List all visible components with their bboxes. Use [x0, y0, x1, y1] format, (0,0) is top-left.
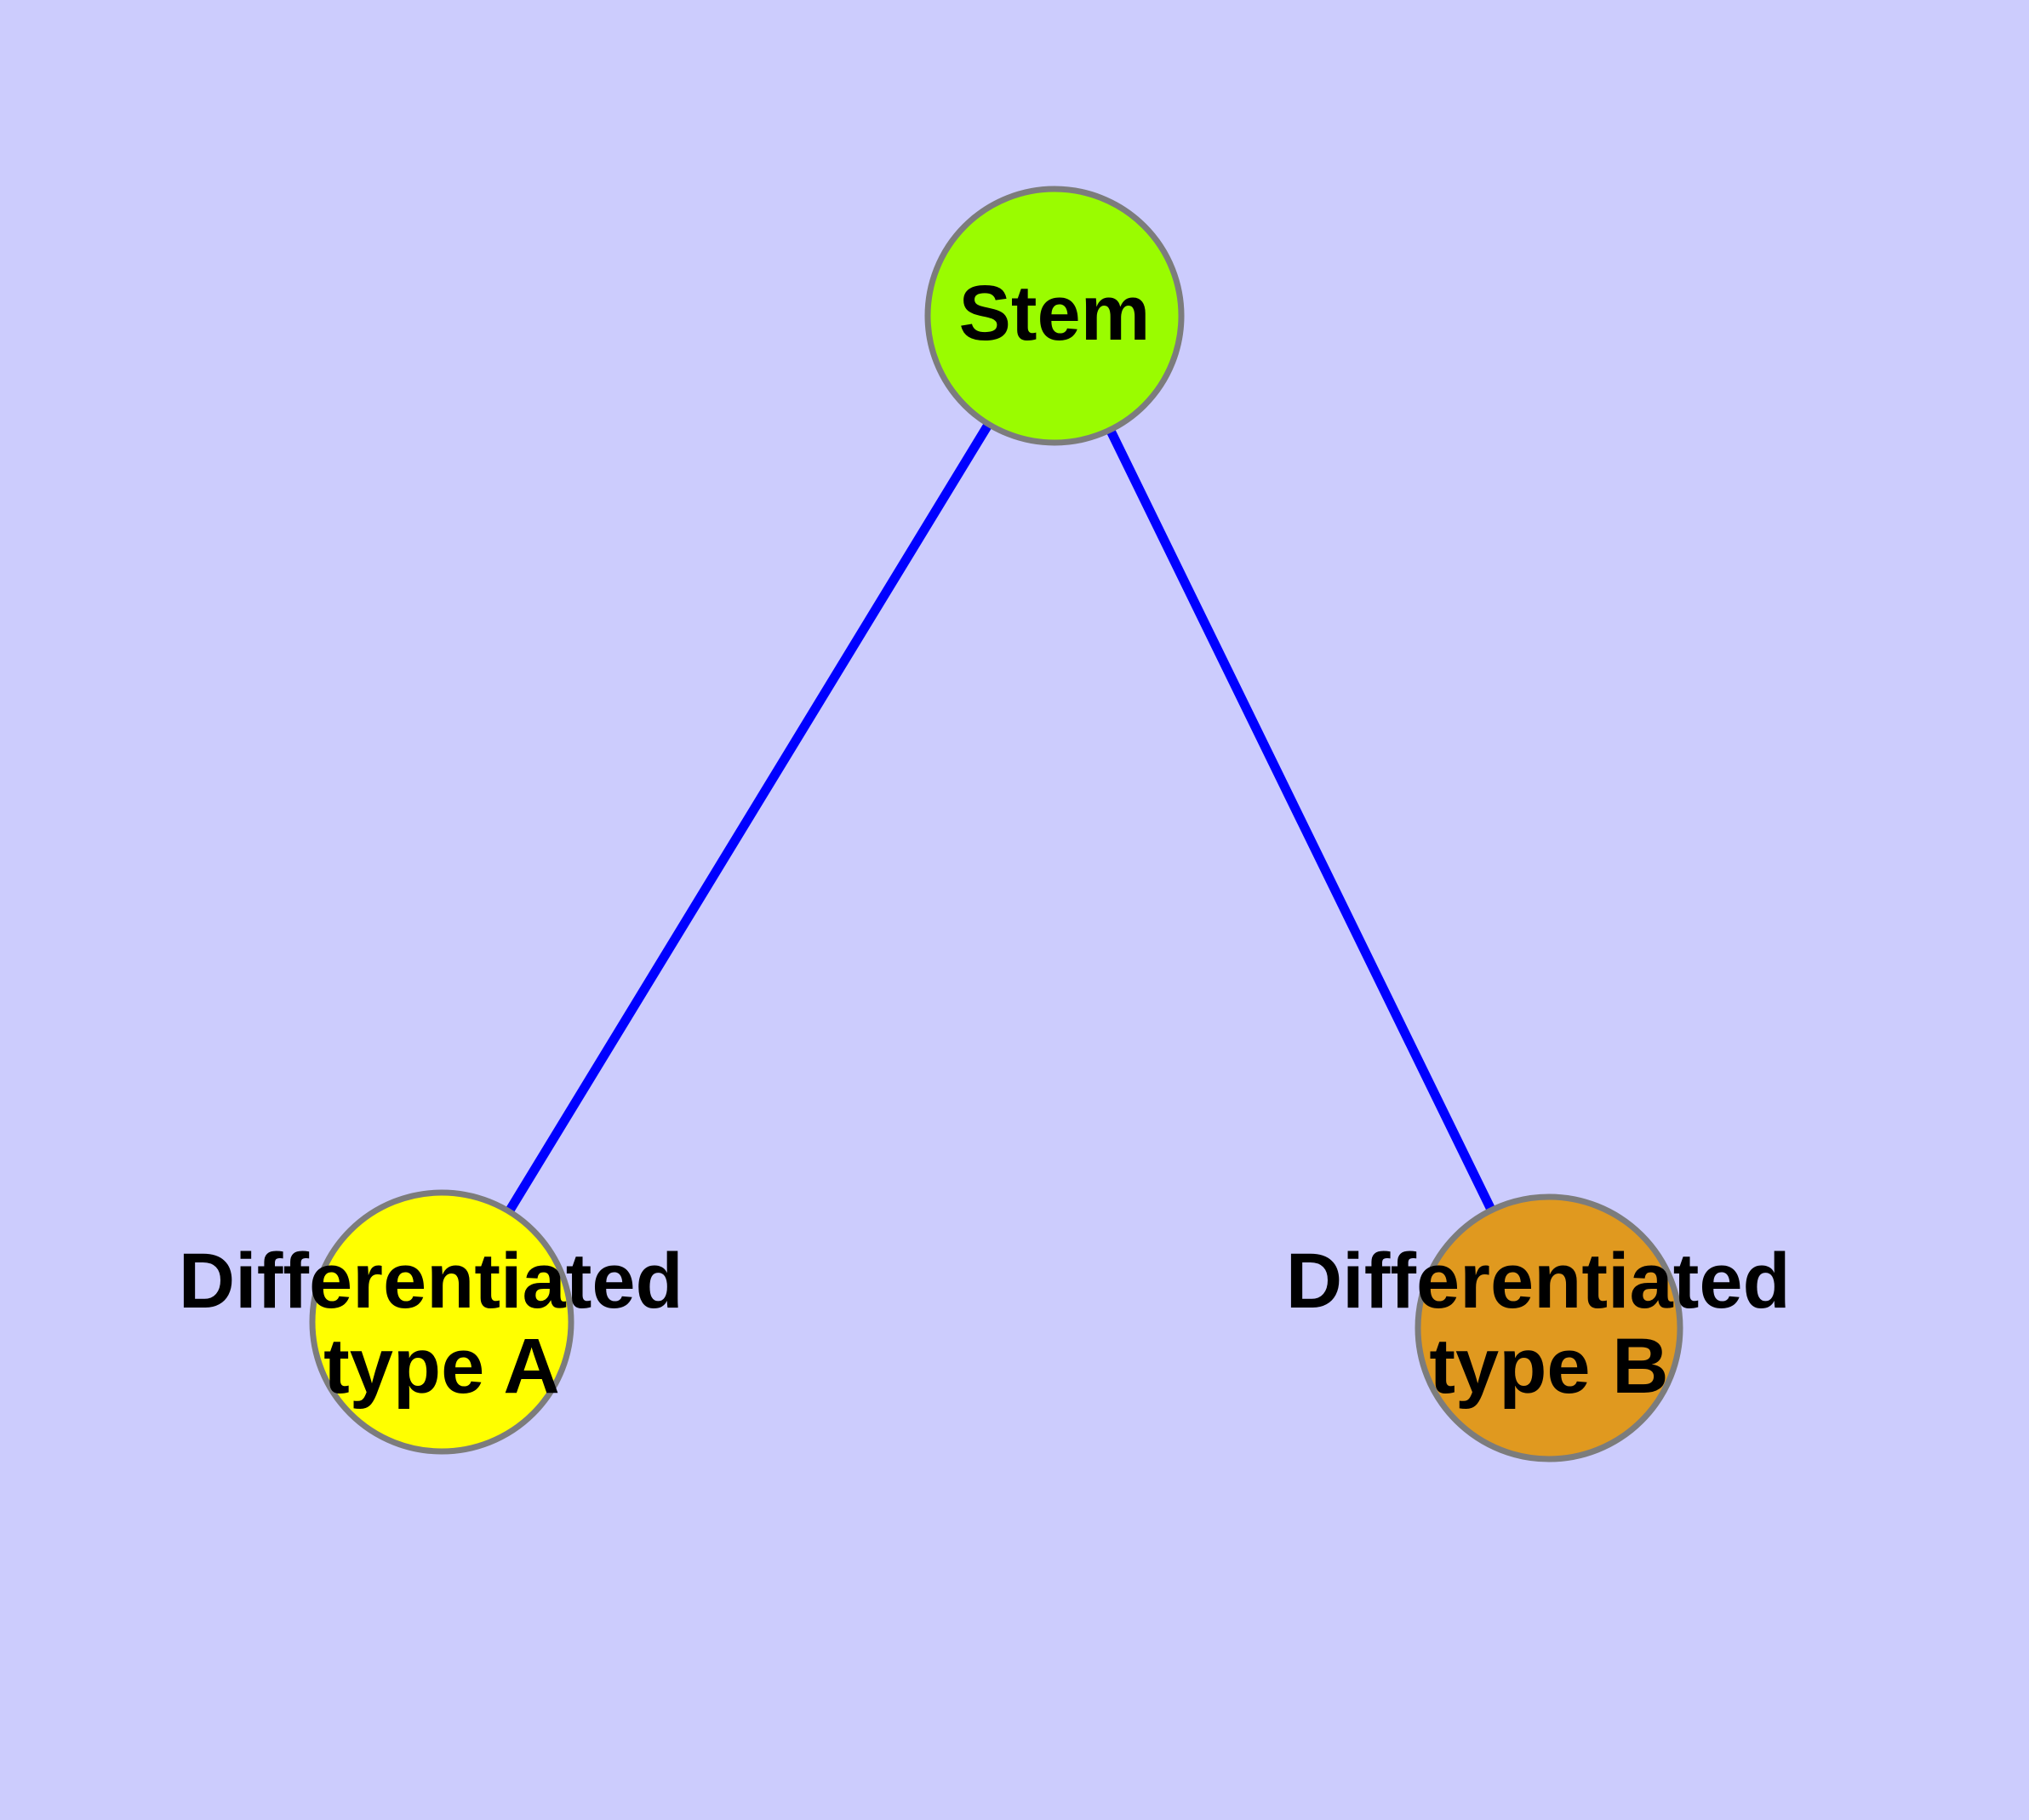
label-layer: Stem Differentiated type A Differentiate…	[179, 270, 1813, 1410]
edge-stem-to-differentiated-type-b[interactable]	[1050, 313, 1553, 1331]
node-label-stem-line-1: Stem	[959, 270, 1151, 357]
node-circle-differentiated-type-a[interactable]	[309, 1189, 574, 1455]
edge-layer	[437, 313, 1553, 1331]
node-label-differentiated-type-a-line-1: Differentiated	[179, 1238, 683, 1325]
node-label-differentiated-type-a-line-2: type A	[323, 1323, 560, 1410]
node-circle-stem[interactable]	[924, 186, 1185, 446]
node-label-stem: Stem	[959, 270, 1151, 357]
node-label-differentiated-type-b-line-2: type B	[1429, 1323, 1668, 1410]
edge-stem-to-differentiated-type-a[interactable]	[437, 313, 1059, 1325]
node-label-differentiated-type-b-line-1: Differentiated	[1286, 1238, 1791, 1325]
node-layer	[309, 186, 1683, 1462]
node-circle-differentiated-type-b[interactable]	[1415, 1193, 1683, 1462]
node-label-differentiated-type-b: Differentiated type B	[1286, 1238, 1813, 1410]
node-label-differentiated-type-a: Differentiated type A	[179, 1238, 706, 1410]
